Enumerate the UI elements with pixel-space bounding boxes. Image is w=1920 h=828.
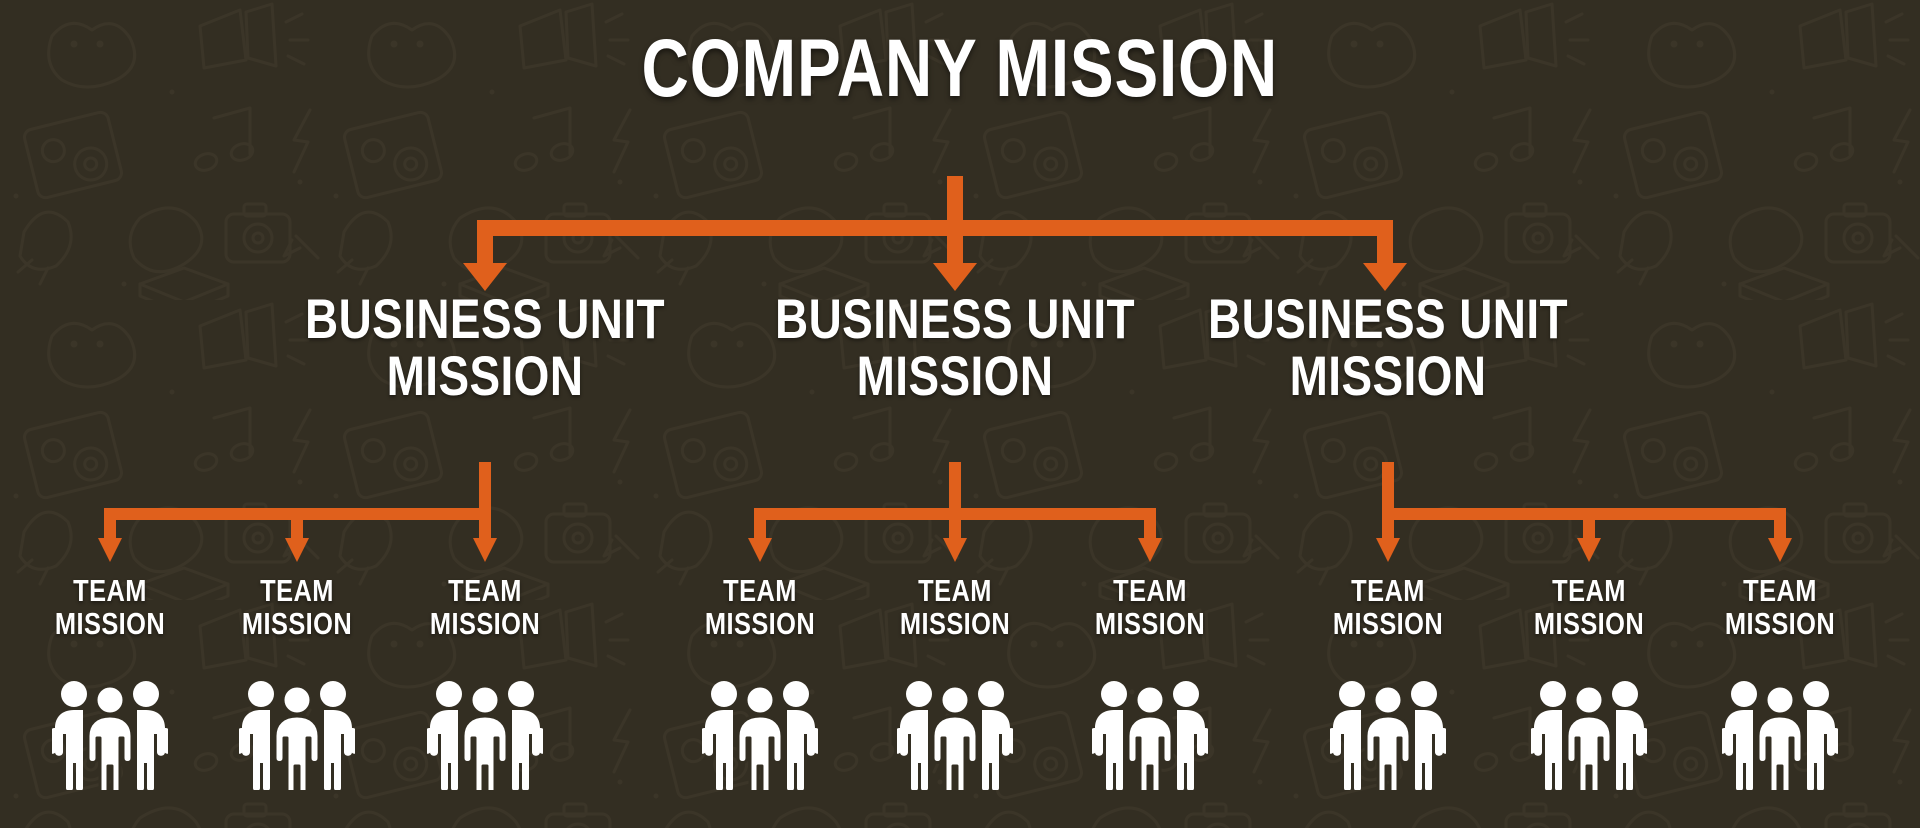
people-group-icon (1330, 679, 1446, 790)
team-1-line2: MISSION (54, 605, 166, 641)
team-5-line1: TEAM (918, 573, 992, 608)
people-group-icon (1092, 679, 1208, 790)
team-node-8: TEAM MISSION (1470, 573, 1708, 641)
team-3-line1: TEAM (448, 573, 522, 608)
team-node-4: TEAM MISSION (641, 573, 879, 641)
team-5-line2: MISSION (899, 605, 1011, 641)
team-8-line1: TEAM (1552, 573, 1626, 608)
company-mission-label: COMPANY MISSION (641, 23, 1279, 114)
people-group-icon (897, 679, 1013, 790)
team-8-line2: MISSION (1533, 605, 1645, 641)
people-group-icon (52, 679, 168, 790)
team-9-line2: MISSION (1724, 605, 1836, 641)
business-unit-3-line2: MISSION (1289, 344, 1487, 408)
team-node-7: TEAM MISSION (1269, 573, 1507, 641)
team-3-line2: MISSION (429, 605, 541, 641)
business-unit-1-line1: BUSINESS UNIT (305, 287, 665, 350)
people-group-icon (239, 679, 355, 790)
team-4-line2: MISSION (704, 605, 816, 641)
team-node-3: TEAM MISSION (366, 573, 604, 641)
team-6-line1: TEAM (1113, 573, 1187, 608)
business-unit-node-2: BUSINESS UNIT MISSION (742, 290, 1168, 404)
team-node-5: TEAM MISSION (836, 573, 1074, 641)
business-unit-node-3: BUSINESS UNIT MISSION (1175, 290, 1601, 404)
business-unit-2-line2: MISSION (856, 344, 1054, 408)
team-6-line2: MISSION (1094, 605, 1206, 641)
business-unit-3-line1: BUSINESS UNIT (1208, 287, 1568, 350)
team-node-1: TEAM MISSION (0, 573, 229, 641)
people-group-icon (702, 679, 818, 790)
team-node-6: TEAM MISSION (1031, 573, 1269, 641)
team-2-line1: TEAM (260, 573, 334, 608)
business-unit-2-line1: BUSINESS UNIT (775, 287, 1135, 350)
team-4-line1: TEAM (723, 573, 797, 608)
team-1-line1: TEAM (73, 573, 147, 608)
people-group-icon (1531, 679, 1647, 790)
team-node-2: TEAM MISSION (178, 573, 416, 641)
page-title: COMPANY MISSION (0, 28, 1920, 110)
team-2-line2: MISSION (241, 605, 353, 641)
business-unit-node-1: BUSINESS UNIT MISSION (272, 290, 698, 404)
team-7-line1: TEAM (1351, 573, 1425, 608)
team-7-line2: MISSION (1332, 605, 1444, 641)
team-node-9: TEAM MISSION (1661, 573, 1899, 641)
people-group-icon (427, 679, 543, 790)
team-9-line1: TEAM (1743, 573, 1817, 608)
people-group-icon (1722, 679, 1838, 790)
business-unit-1-line2: MISSION (386, 344, 584, 408)
